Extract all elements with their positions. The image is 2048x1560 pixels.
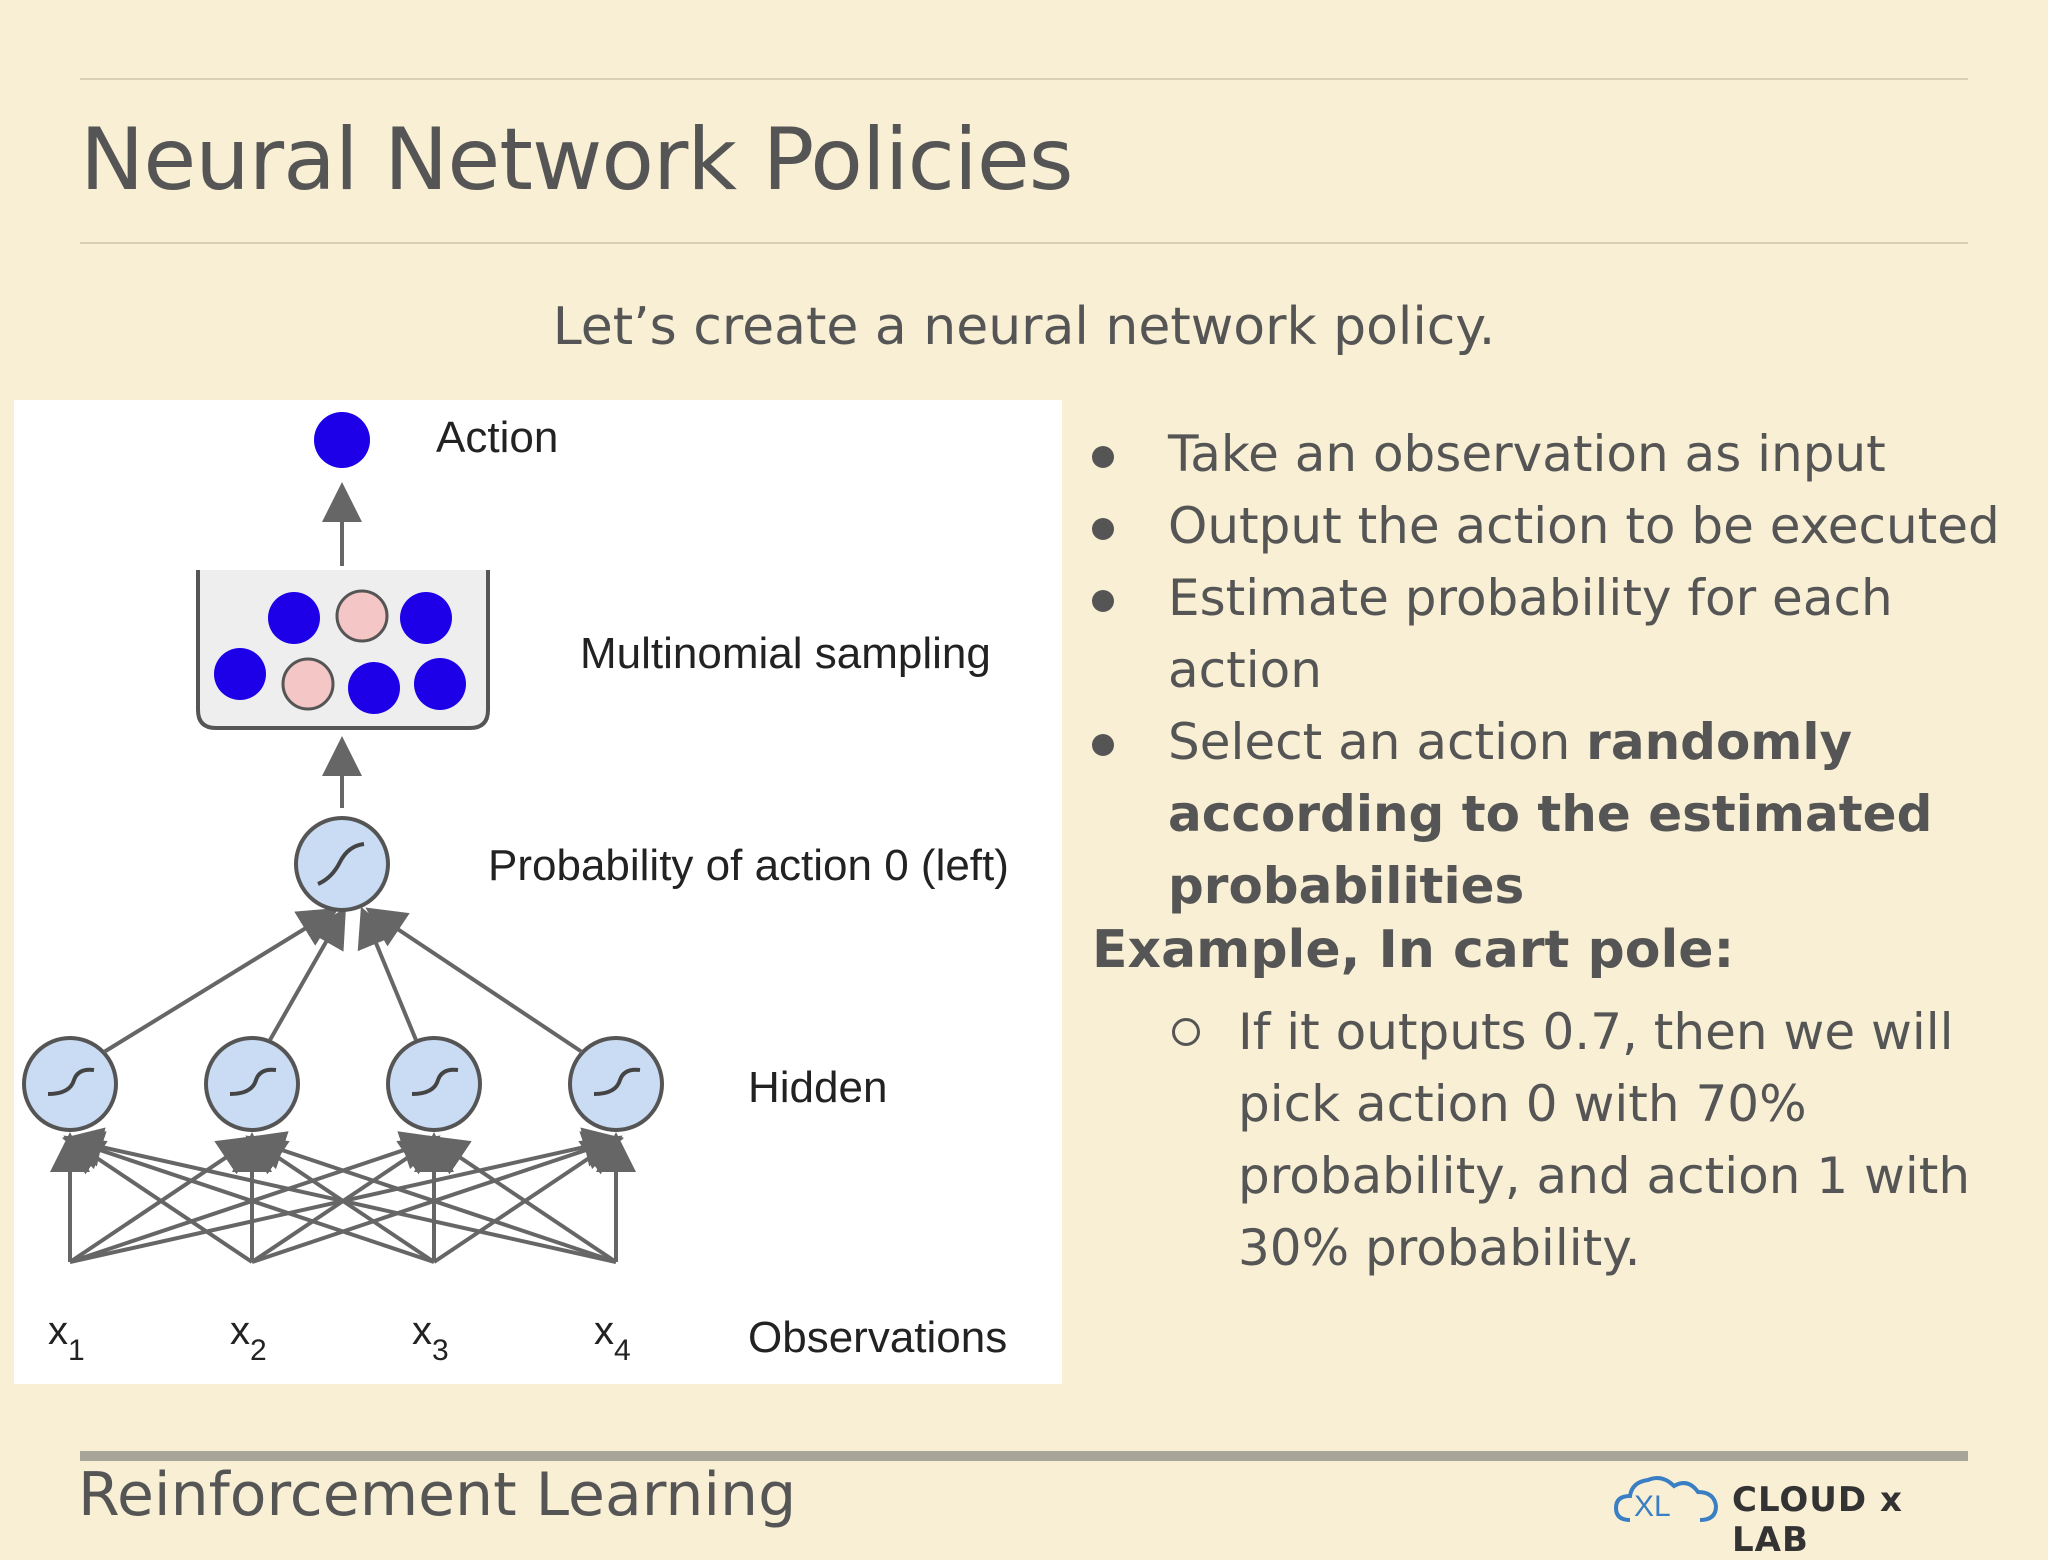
output-neuron xyxy=(294,816,390,912)
bullet-dot xyxy=(1092,734,1114,756)
hidden-neuron-4 xyxy=(568,1036,664,1132)
neural-network-diagram: Action Multinomial sampling Probability … xyxy=(14,400,1062,1384)
example-heading: Example, In cart pole: xyxy=(1092,920,1735,980)
hidden-neurons xyxy=(22,1036,664,1132)
bullet-list: Take an observation as input Output the … xyxy=(1092,418,2042,922)
input-label-x4: x4 xyxy=(594,1309,631,1367)
cloud-icon: XL xyxy=(1613,1476,1719,1523)
input-label-x2: x2 xyxy=(230,1309,267,1367)
input-labels: x1 x2 x3 x4 xyxy=(48,1309,631,1367)
title-rule xyxy=(80,242,1968,244)
bullet-item: Output the action to be executed xyxy=(1092,490,2042,562)
hidden-to-output-arrows xyxy=(102,906,584,1054)
bullet-text: Output the action to be executed xyxy=(1168,497,2000,555)
footer-rule xyxy=(80,1451,1968,1461)
footer-title: Reinforcement Learning xyxy=(78,1460,797,1530)
action-node xyxy=(314,412,370,468)
hollow-bullet-icon xyxy=(1172,1018,1200,1046)
bullet-dot xyxy=(1092,518,1114,540)
input-arrows xyxy=(50,1127,636,1264)
example-subbullet: If it outputs 0.7, then we will pick act… xyxy=(1172,996,1992,1284)
slide-subtitle: Let’s create a neural network policy. xyxy=(552,297,1496,357)
svg-text:XL: XL xyxy=(1634,1490,1671,1523)
logo-text: CLOUD x LAB xyxy=(1732,1480,1903,1560)
probability-label: Probability of action 0 (left) xyxy=(488,841,1009,890)
multinomial-sampling-box xyxy=(196,570,490,730)
hidden-neuron-2 xyxy=(204,1036,300,1132)
bullet-dot xyxy=(1092,446,1114,468)
hidden-neuron-1 xyxy=(22,1036,118,1132)
bullet-bold-text: randomly according to the estimated prob… xyxy=(1168,713,1933,915)
bullet-text: Select an action xyxy=(1168,713,1587,771)
hidden-label: Hidden xyxy=(748,1063,887,1112)
bullet-item: Take an observation as input xyxy=(1092,418,2042,490)
observations-label: Observations xyxy=(748,1313,1007,1362)
top-rule xyxy=(80,78,1968,80)
bullet-dot xyxy=(1092,590,1114,612)
cloudxlab-logo: XL CLOUD x LAB xyxy=(1612,1468,1972,1560)
input-label-x1: x1 xyxy=(48,1309,85,1367)
slide-title: Neural Network Policies xyxy=(80,110,1074,210)
action-label: Action xyxy=(436,413,558,462)
hidden-neuron-3 xyxy=(386,1036,482,1132)
bullet-text: Estimate probability for each action xyxy=(1168,569,1893,699)
bullet-text: Take an observation as input xyxy=(1168,425,1886,483)
sampling-label: Multinomial sampling xyxy=(580,629,991,678)
bullet-item: Select an action randomly according to t… xyxy=(1092,706,2042,922)
example-text: If it outputs 0.7, then we will pick act… xyxy=(1238,1003,1971,1277)
input-label-x3: x3 xyxy=(412,1309,449,1367)
bullet-item: Estimate probability for each action xyxy=(1092,562,2042,706)
